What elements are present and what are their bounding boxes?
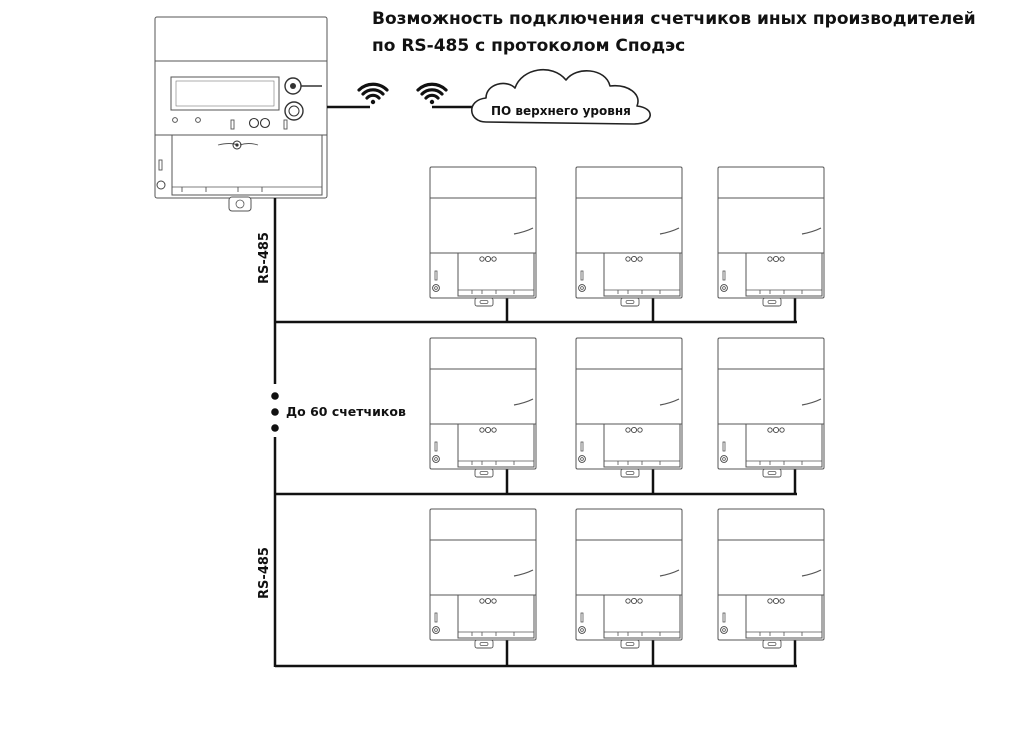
bus-label-top: RS-485 <box>257 232 272 284</box>
electricity-meter-icon <box>575 508 683 649</box>
cloud-label: ПО верхнего уровня <box>491 104 631 118</box>
electricity-meter-icon <box>717 508 825 649</box>
continuation-dots <box>271 392 279 432</box>
diagram-title-line-2: по RS-485 с протоколом Сподэс <box>372 36 685 56</box>
electricity-meter-icon <box>429 508 537 649</box>
diagram-title-line-1: Возможность подключения счетчиков иных п… <box>372 9 976 29</box>
electricity-meter-icon <box>717 337 825 478</box>
bus-label-bottom: RS-485 <box>257 547 272 599</box>
electricity-meter-icon <box>575 337 683 478</box>
electricity-meter-icon <box>717 166 825 307</box>
electricity-meter-icon <box>575 166 683 307</box>
electricity-meter-icon <box>429 166 537 307</box>
electricity-meter-icon <box>429 337 537 478</box>
cloud-icon <box>470 68 651 125</box>
wifi-icon <box>416 82 448 106</box>
controller-meter-icon <box>154 16 328 212</box>
meter-count-label: До 60 счетчиков <box>286 404 406 419</box>
wifi-icon <box>357 82 389 106</box>
meter-rows <box>275 166 825 668</box>
